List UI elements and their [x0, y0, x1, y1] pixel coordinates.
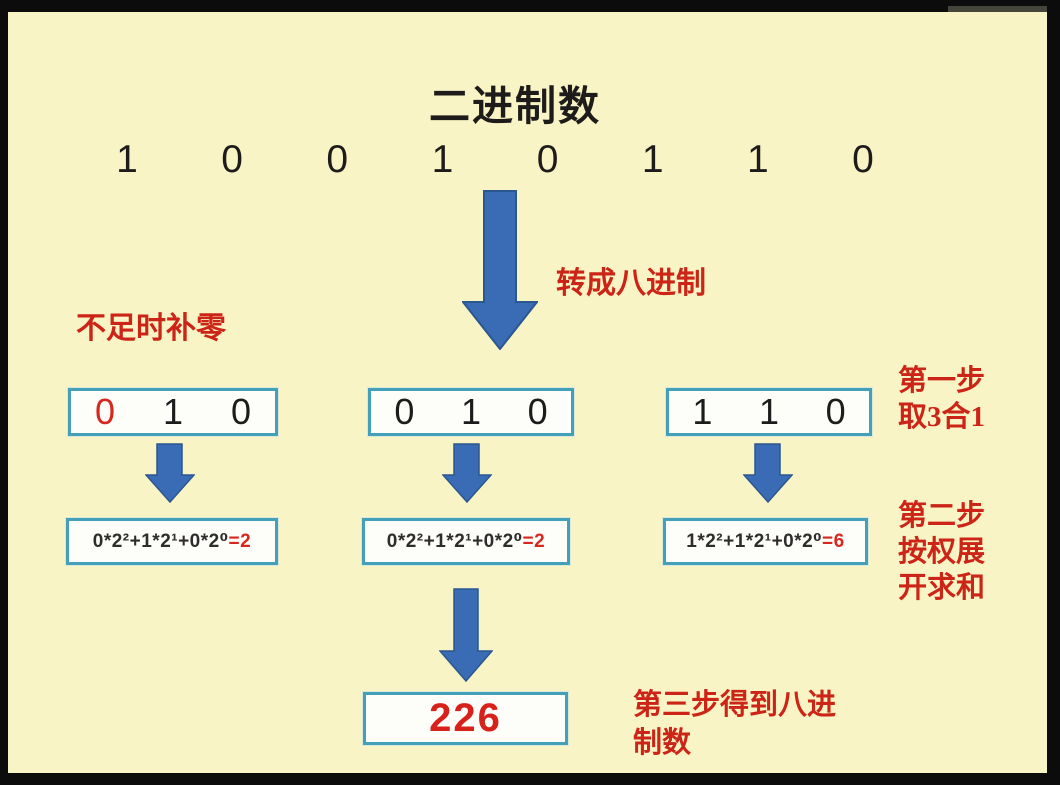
- formula-result: =6: [822, 530, 845, 552]
- bit-digit-padded: 0: [94, 391, 116, 432]
- formula-box-3: 1*2²+1*2¹+0*2⁰=6: [663, 518, 868, 565]
- bit-digit: 0: [527, 391, 548, 432]
- formula-expression: 1*2²+1*2¹+0*2⁰: [686, 531, 823, 552]
- bit-digit: 1: [162, 391, 184, 432]
- label-step1: 第一步 取3合1: [898, 363, 985, 435]
- binary-digit: 1: [116, 138, 138, 181]
- bit-group-box-3: 1 1 0: [666, 388, 872, 436]
- binary-digit: 1: [746, 138, 769, 181]
- octal-result-value: 226: [429, 696, 502, 740]
- frame-artifact: [948, 6, 1047, 13]
- binary-digit-row: 1 0 0 1 0 1 1 0: [112, 138, 878, 182]
- down-arrow-icon: [743, 443, 793, 503]
- bit-digit: 0: [394, 391, 415, 432]
- bit-digit: 1: [758, 391, 779, 432]
- binary-digit: 0: [221, 138, 243, 181]
- down-arrow-icon: [145, 443, 195, 503]
- label-step2-line3: 开求和: [898, 572, 986, 604]
- formula-result: =2: [522, 530, 546, 552]
- octal-result-box: 226: [363, 692, 568, 745]
- bit-group-box-2: 0 1 0: [368, 388, 574, 436]
- label-convert-to-octal: 转成八进制: [556, 267, 706, 300]
- binary-digit: 0: [852, 138, 874, 181]
- bit-digit: 1: [692, 391, 713, 432]
- formula-expression: 0*2²+1*2¹+0*2⁰: [92, 531, 229, 552]
- formula-box-1: 0*2²+1*2¹+0*2⁰=2: [66, 518, 278, 565]
- label-step3: 第三步得到八进 制数: [633, 686, 873, 762]
- label-step1-line1: 第一步: [898, 365, 986, 397]
- binary-digit: 0: [536, 138, 559, 181]
- label-step2: 第二步 按权展 开求和: [898, 498, 985, 606]
- label-step3-line2: 制数: [633, 727, 692, 759]
- binary-digit: 1: [431, 138, 454, 181]
- label-step3-line1: 第三步得到八进: [633, 689, 837, 721]
- binary-digit: 0: [326, 138, 349, 181]
- label-pad-zero: 不足时补零: [76, 312, 226, 345]
- label-step2-line2: 按权展: [898, 536, 986, 568]
- down-arrow-icon: [439, 588, 493, 682]
- bit-digit: 0: [825, 391, 846, 432]
- formula-result: =2: [228, 530, 252, 552]
- bit-digit: 1: [460, 391, 481, 432]
- label-step2-line1: 第二步: [898, 500, 986, 532]
- formula-expression: 0*2²+1*2¹+0*2⁰: [386, 531, 523, 552]
- formula-box-2: 0*2²+1*2¹+0*2⁰=2: [362, 518, 570, 565]
- page-title: 二进制数: [429, 83, 601, 129]
- down-arrow-icon: [462, 190, 538, 350]
- label-step1-line2: 取3合1: [898, 401, 986, 433]
- bit-group-box-1: 0 1 0: [68, 388, 278, 436]
- down-arrow-icon: [442, 443, 492, 503]
- binary-digit: 1: [641, 138, 664, 181]
- bit-digit: 0: [230, 391, 252, 432]
